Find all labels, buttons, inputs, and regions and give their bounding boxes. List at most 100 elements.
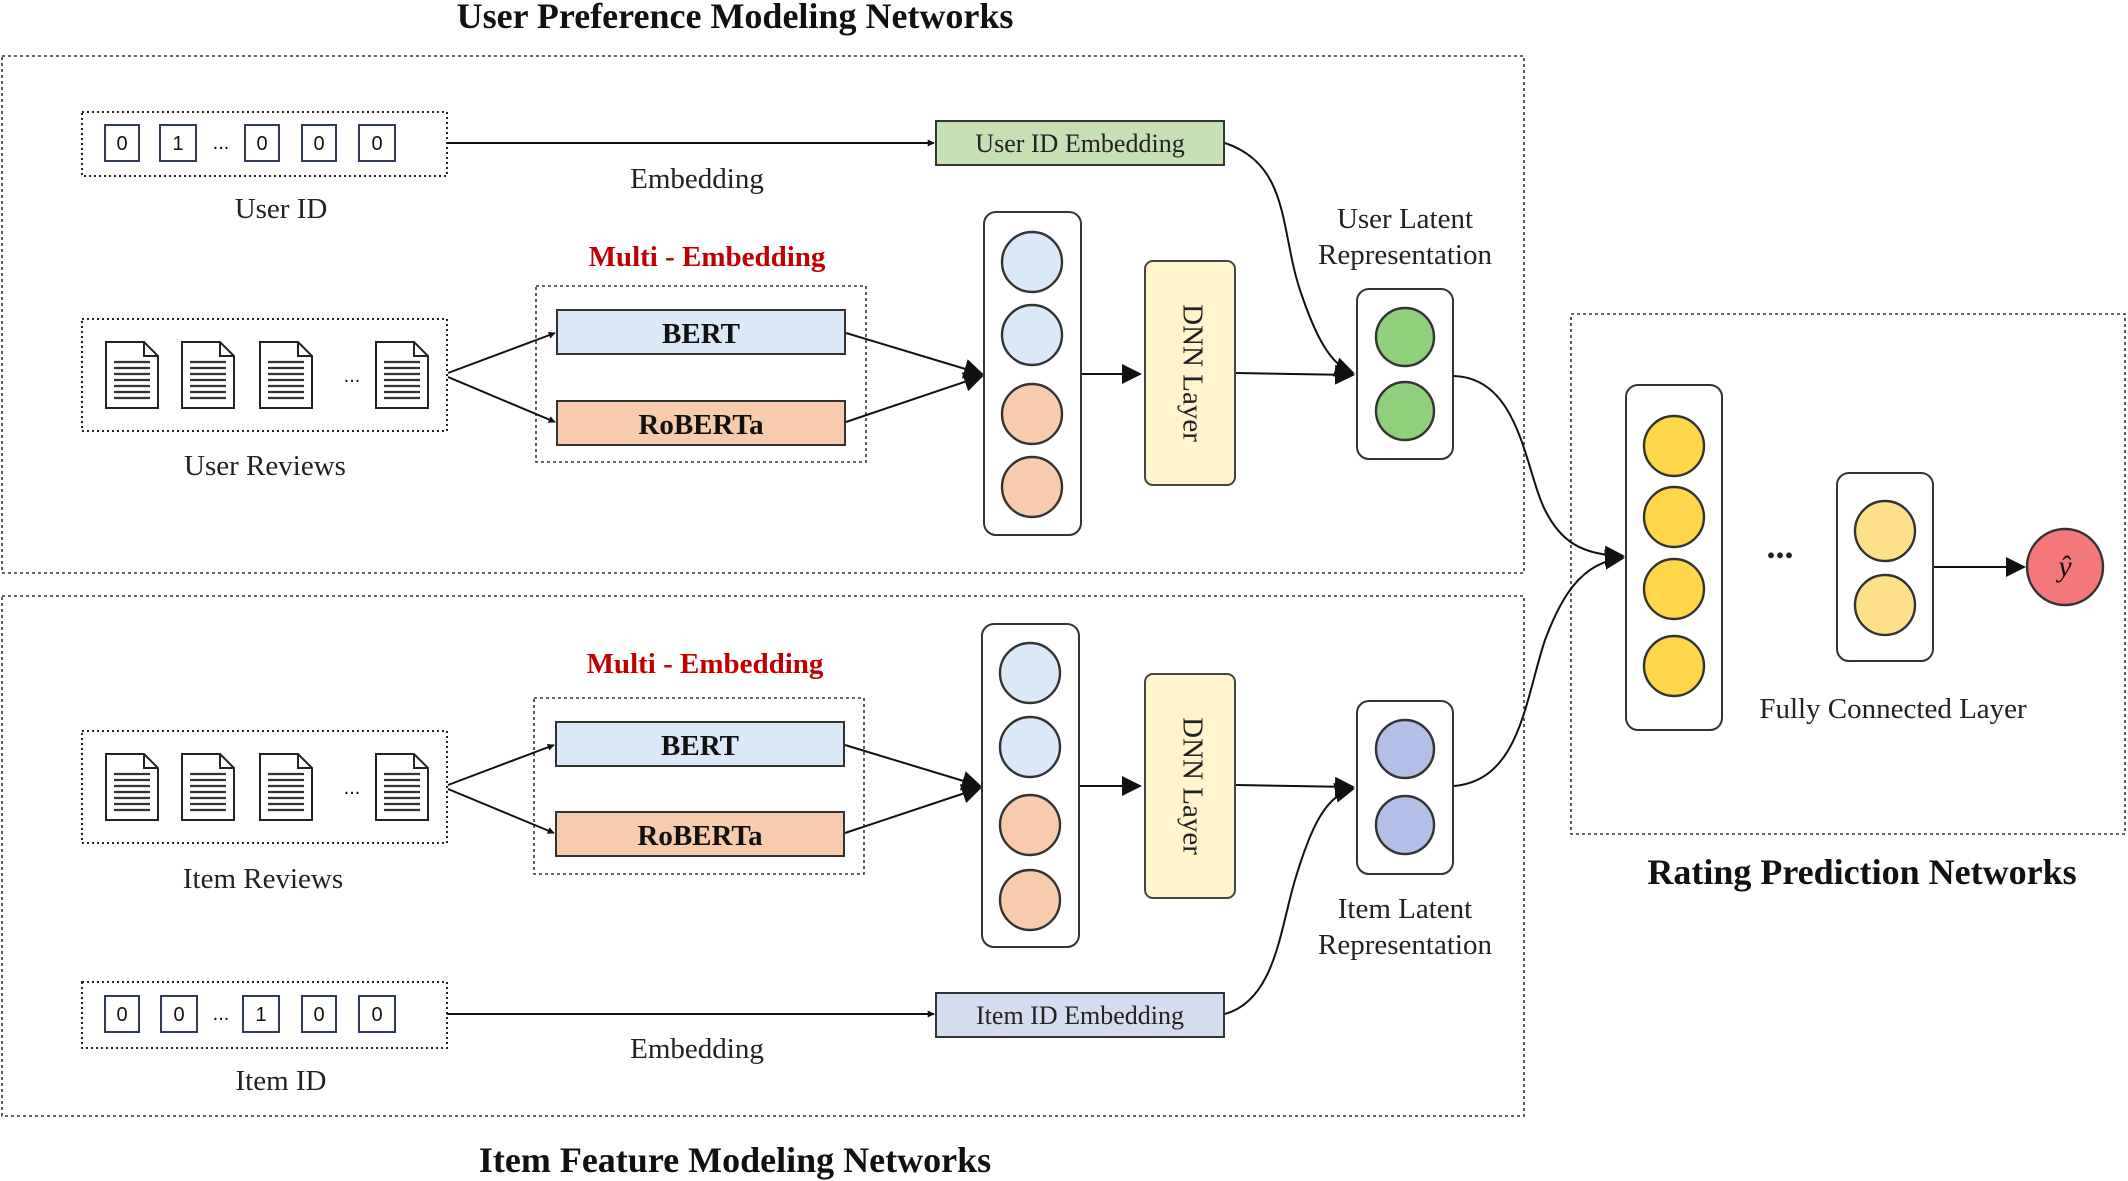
user-latent-to-fc-arrow: [1453, 375, 1625, 566]
user-id-cell-value: 0: [371, 133, 382, 155]
user-id-embedding-label: User ID Embedding: [975, 129, 1184, 158]
item-id-cell-value: 0: [173, 1004, 184, 1026]
user-reviews-ellipsis: ...: [344, 365, 361, 387]
item-id-embedding-label: Item ID Embedding: [976, 1001, 1184, 1030]
fc-node: [1642, 485, 1706, 549]
user-network-title: User Preference Modeling Networks: [457, 0, 1014, 36]
user-id-cell-value: 0: [116, 133, 127, 155]
item-id-cell-value: 1: [255, 1004, 266, 1026]
item-roberta-to-concat-arrow: [844, 784, 982, 834]
rating-network-title: Rating Prediction Networks: [1647, 852, 2076, 892]
item-reviews-ellipsis: ...: [344, 777, 361, 799]
fc-node: [1642, 634, 1706, 698]
item-id-cell: [160, 995, 198, 1033]
user-roberta-box: [556, 400, 846, 446]
user-id-vector: 0 1 ... 0 0 0: [81, 111, 448, 177]
item-id-cell-value: 0: [313, 1004, 324, 1026]
rating-network-frame: [1570, 313, 2126, 835]
user-roberta-node: [1000, 455, 1064, 519]
user-roberta-node: [1000, 382, 1064, 446]
document-icon: [374, 752, 430, 822]
document-icon: [104, 752, 160, 822]
fc-hidden-node: [1853, 573, 1917, 637]
user-latent-node: [1374, 306, 1436, 368]
item-bert-box: [555, 721, 845, 767]
item-id-label: Item ID: [236, 1065, 327, 1097]
document-icon: [180, 340, 236, 410]
user-dnn-layer: [1144, 260, 1236, 486]
fc-input-vector: [1625, 384, 1723, 731]
item-dnn-label: DNN Layer: [1176, 717, 1208, 855]
user-id-cell: [358, 124, 396, 162]
user-id-embedding-to-latent-arrow: [1224, 142, 1355, 377]
item-multi-embedding-frame: [533, 697, 865, 875]
user-id-cell-active: [159, 124, 197, 162]
item-bert-node: [998, 715, 1062, 779]
fc-ellipsis: ...: [1767, 526, 1794, 566]
document-icon: [180, 752, 236, 822]
item-latent-label-line1: Item Latent: [1338, 893, 1472, 925]
user-reviews-to-roberta-arrow: [447, 376, 556, 423]
fc-node: [1642, 557, 1706, 621]
item-roberta-node: [998, 868, 1062, 932]
user-id-cell: [244, 124, 280, 162]
item-embedding-label: Embedding: [630, 1033, 764, 1065]
user-bert-label: BERT: [662, 318, 740, 350]
item-roberta-node: [998, 793, 1062, 857]
item-multi-embedding-title: Multi - Embedding: [587, 648, 824, 680]
item-latent-label-line2: Representation: [1318, 929, 1492, 961]
user-reviews-to-bert-arrow: [447, 331, 556, 374]
item-concat-vector: [981, 623, 1080, 948]
user-dnn-label: DNN Layer: [1176, 304, 1208, 442]
item-reviews-label: Item Reviews: [183, 863, 343, 895]
user-bert-node: [1000, 303, 1064, 367]
user-latent-label-line2: Representation: [1318, 239, 1492, 271]
document-icon: [374, 340, 430, 410]
item-bert-node: [998, 641, 1062, 705]
item-id-cell: [104, 995, 140, 1033]
user-latent-label-line1: User Latent: [1337, 203, 1473, 235]
item-id-vector: 0 0 ... 1 0 0: [81, 981, 448, 1049]
user-dnn-to-latent-arrow: [1235, 364, 1355, 385]
user-reviews-group: ...: [81, 318, 448, 432]
item-id-embedding-box: [935, 992, 1225, 1038]
user-latent-node: [1374, 380, 1436, 442]
user-bert-to-concat-arrow: [845, 332, 984, 379]
item-network-title: Item Feature Modeling Networks: [479, 1140, 991, 1180]
item-latent-to-fc-arrow: [1453, 549, 1625, 787]
output-label: ŷ: [2055, 550, 2072, 583]
fc-hidden-node: [1853, 499, 1917, 563]
user-embedding-label: Embedding: [630, 163, 764, 195]
item-network-frame: [1, 595, 1525, 1117]
item-dnn-layer: [1144, 673, 1236, 899]
item-latent-node: [1374, 718, 1436, 780]
fc-layer-label: Fully Connected Layer: [1759, 693, 2027, 725]
item-id-cell-value: 0: [116, 1004, 127, 1026]
document-icon: [104, 340, 160, 410]
user-concat-vector: [983, 211, 1082, 536]
user-id-cell-value: 1: [172, 133, 183, 155]
user-id-cell-value: 0: [313, 133, 324, 155]
user-bert-box: [556, 309, 846, 355]
document-icon: [258, 752, 314, 822]
user-id-cell-value: 0: [256, 133, 267, 155]
item-id-cell: [301, 995, 337, 1033]
output-node: [2025, 527, 2105, 607]
user-id-label: User ID: [235, 193, 328, 225]
item-reviews-to-roberta-arrow: [447, 788, 555, 834]
user-bert-node: [1000, 230, 1064, 294]
item-id-ellipsis: ...: [213, 1003, 230, 1025]
user-id-ellipsis: ...: [213, 132, 230, 154]
user-roberta-label: RoBERTa: [638, 409, 764, 441]
item-id-embedding-to-latent-arrow: [1224, 783, 1355, 1015]
item-latent-node: [1374, 794, 1436, 856]
item-bert-to-concat-arrow: [844, 744, 982, 791]
item-dnn-to-latent-arrow: [1235, 776, 1355, 797]
item-bert-label: BERT: [661, 730, 739, 762]
item-id-cell-value: 0: [371, 1004, 382, 1026]
item-reviews-group: ...: [81, 730, 448, 844]
user-multi-embedding-frame: [535, 285, 867, 463]
item-roberta-label: RoBERTa: [637, 820, 763, 852]
user-multi-embedding-title: Multi - Embedding: [589, 241, 826, 273]
